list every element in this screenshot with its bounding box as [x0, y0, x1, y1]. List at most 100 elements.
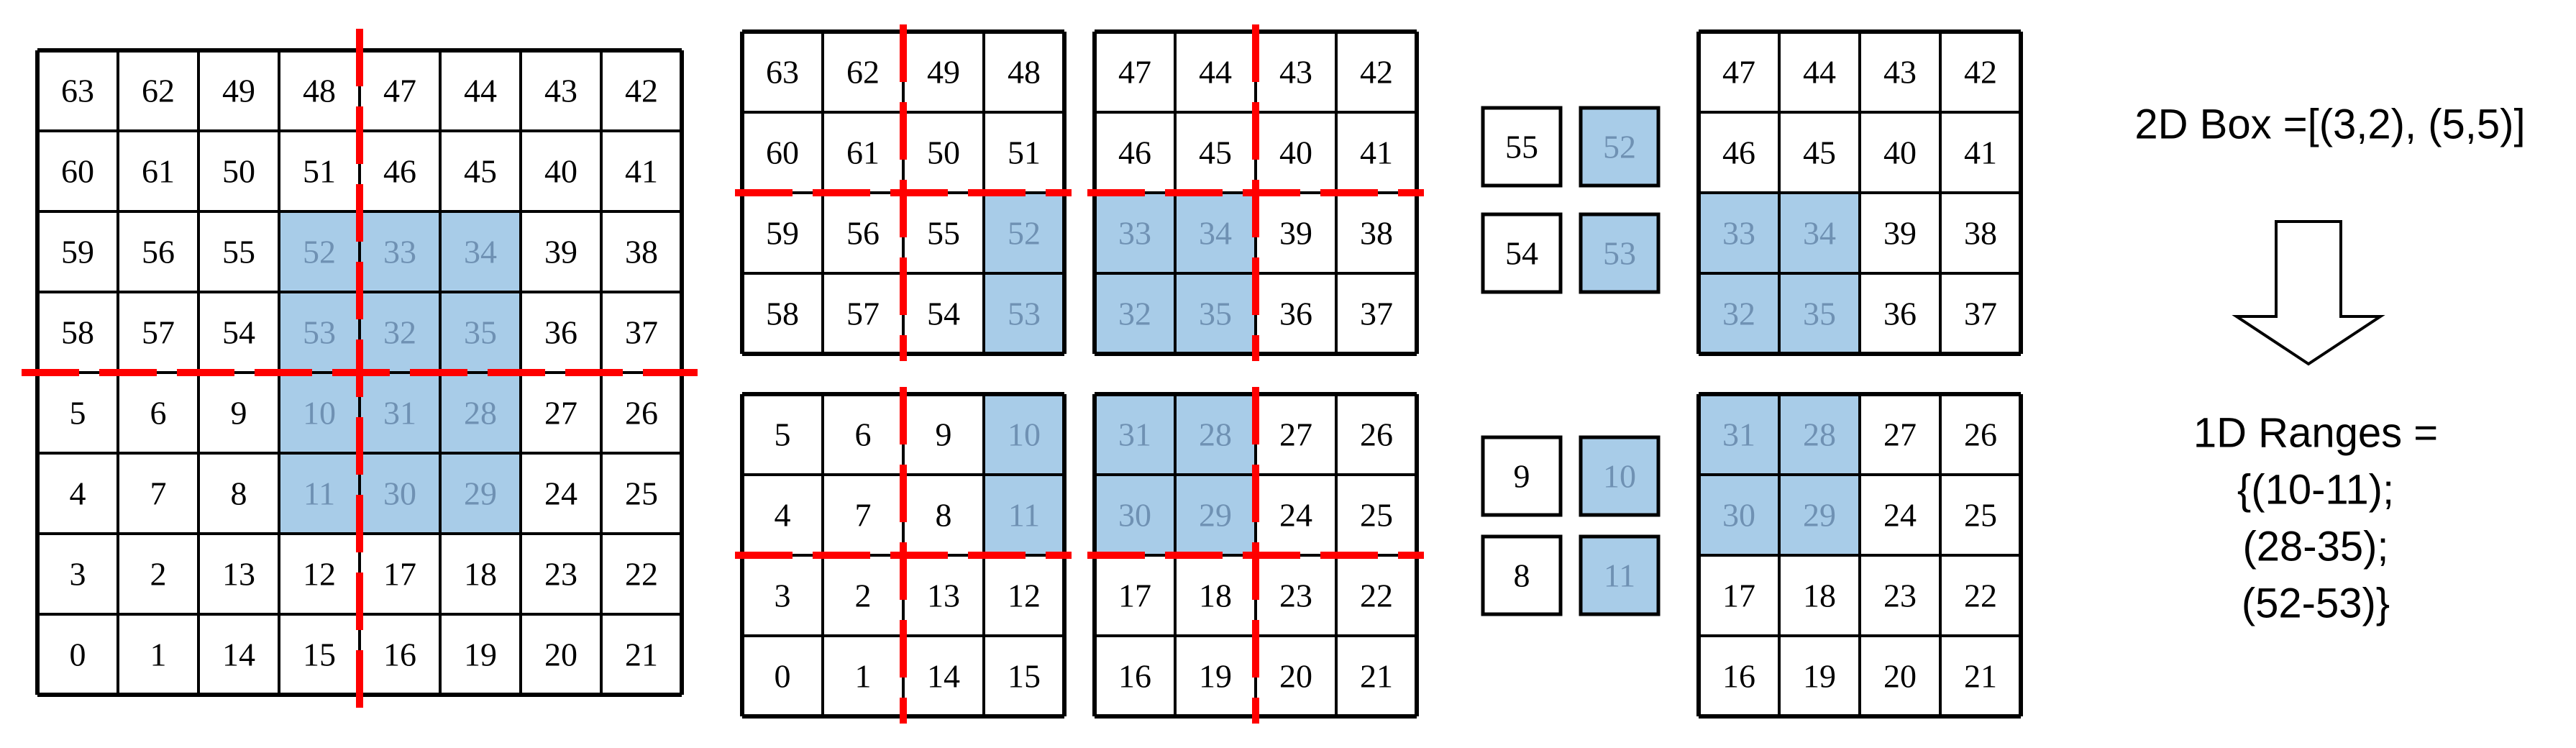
- cell-value: 43: [1279, 54, 1312, 91]
- cell-value: 41: [625, 153, 658, 190]
- cell-value: 33: [1118, 215, 1151, 252]
- cell-value: 36: [1279, 296, 1312, 332]
- cell-value: 15: [303, 637, 336, 673]
- cell-value: 53: [303, 314, 336, 351]
- cell-value: 13: [927, 578, 960, 614]
- highlight-cell: [1095, 193, 1175, 273]
- highlight-cell: [440, 373, 521, 453]
- cell-value: 38: [1360, 215, 1393, 252]
- cell-value: 56: [142, 234, 175, 270]
- cell-value: 5: [775, 416, 791, 453]
- cell-value: 39: [1883, 215, 1917, 252]
- cell-value: 57: [846, 296, 880, 332]
- cell-value: 17: [383, 556, 416, 593]
- cell-value: 52: [1008, 215, 1041, 252]
- cell-value: 51: [303, 153, 336, 190]
- cell-value: 23: [1279, 578, 1312, 614]
- cell-value: 8: [231, 475, 247, 512]
- cell-value: 2: [150, 556, 167, 593]
- box-11: 11: [1579, 534, 1661, 616]
- box-9: 9: [1481, 435, 1563, 517]
- highlight-cell: [1095, 273, 1175, 354]
- cell-value: 63: [766, 54, 799, 91]
- cell-value: 19: [1803, 658, 1836, 695]
- cell-value: 37: [1964, 296, 1997, 332]
- highlight-cell: [279, 453, 360, 534]
- cell-value: 27: [1279, 416, 1312, 453]
- cell-value: 35: [1803, 296, 1836, 332]
- box-10: 10: [1579, 435, 1661, 517]
- cell-value: 39: [1279, 215, 1312, 252]
- cell-value: 6: [150, 395, 167, 432]
- cut-lines-layer: [22, 24, 1424, 724]
- cell-value: 46: [1118, 134, 1151, 171]
- cell-value: 52: [303, 234, 336, 270]
- cell-value: 24: [1883, 497, 1917, 534]
- box-value: 9: [1514, 458, 1530, 495]
- highlight-cell: [1699, 273, 1779, 354]
- cell-value: 54: [927, 296, 960, 332]
- cell-value: 18: [1199, 578, 1232, 614]
- box-frame: [1481, 534, 1563, 616]
- box-55: 55: [1481, 106, 1563, 188]
- highlight-cell: [1699, 475, 1779, 555]
- cell-value: 9: [936, 416, 952, 453]
- cell-value: 10: [1008, 416, 1041, 453]
- box-frame: [1579, 534, 1661, 616]
- cell-value: 38: [1964, 215, 1997, 252]
- cell-value: 55: [222, 234, 255, 270]
- highlight-cell: [360, 373, 440, 453]
- highlight-cell: [360, 453, 440, 534]
- cell-value: 28: [464, 395, 497, 432]
- box-frame: [1481, 435, 1563, 517]
- cell-value: 7: [855, 497, 872, 534]
- cell-value: 43: [544, 73, 577, 109]
- cell-value: 26: [1360, 416, 1393, 453]
- cell-value: 53: [1008, 296, 1041, 332]
- cell-value: 27: [544, 395, 577, 432]
- cell-value: 3: [775, 578, 791, 614]
- cell-value: 26: [1964, 416, 1997, 453]
- cell-value: 36: [544, 314, 577, 351]
- cell-value: 24: [544, 475, 577, 512]
- cell-value: 27: [1883, 416, 1917, 453]
- cell-value: 57: [142, 314, 175, 351]
- range-line-1: {(10-11);: [2237, 467, 2394, 514]
- cell-value: 44: [1199, 54, 1232, 91]
- highlight-cell: [984, 394, 1064, 475]
- box-52: 52: [1579, 106, 1661, 188]
- box-frame: [1481, 212, 1563, 294]
- box-2d-label: 2D Box =[(3,2), (5,5)]: [2134, 101, 2525, 148]
- cell-value: 34: [1803, 215, 1836, 252]
- box-frame: [1579, 435, 1661, 517]
- cell-value: 0: [775, 658, 791, 695]
- cell-value: 16: [383, 637, 416, 673]
- cell-value: 35: [464, 314, 497, 351]
- cell-value: 14: [927, 658, 960, 695]
- cell-value: 39: [544, 234, 577, 270]
- cell-value: 23: [1883, 578, 1917, 614]
- cell-value: 20: [1279, 658, 1312, 695]
- highlight-cell: [360, 292, 440, 373]
- cell-value: 42: [1360, 54, 1393, 91]
- cell-value: 56: [846, 215, 880, 252]
- cell-value: 15: [1008, 658, 1041, 695]
- cell-value: 20: [544, 637, 577, 673]
- highlight-cell: [440, 292, 521, 373]
- cell-value: 37: [1360, 296, 1393, 332]
- cell-value: 29: [1199, 497, 1232, 534]
- cell-value: 30: [1722, 497, 1755, 534]
- cell-value: 32: [383, 314, 416, 351]
- cell-value: 31: [1118, 416, 1151, 453]
- box-value: 8: [1514, 557, 1530, 594]
- cell-value: 48: [303, 73, 336, 109]
- cell-value: 48: [1008, 54, 1041, 91]
- highlight-cell: [984, 273, 1064, 354]
- cell-value: 34: [1199, 215, 1232, 252]
- box-53: 53: [1579, 212, 1661, 294]
- cell-value: 4: [775, 497, 791, 534]
- cell-value: 21: [1964, 658, 1997, 695]
